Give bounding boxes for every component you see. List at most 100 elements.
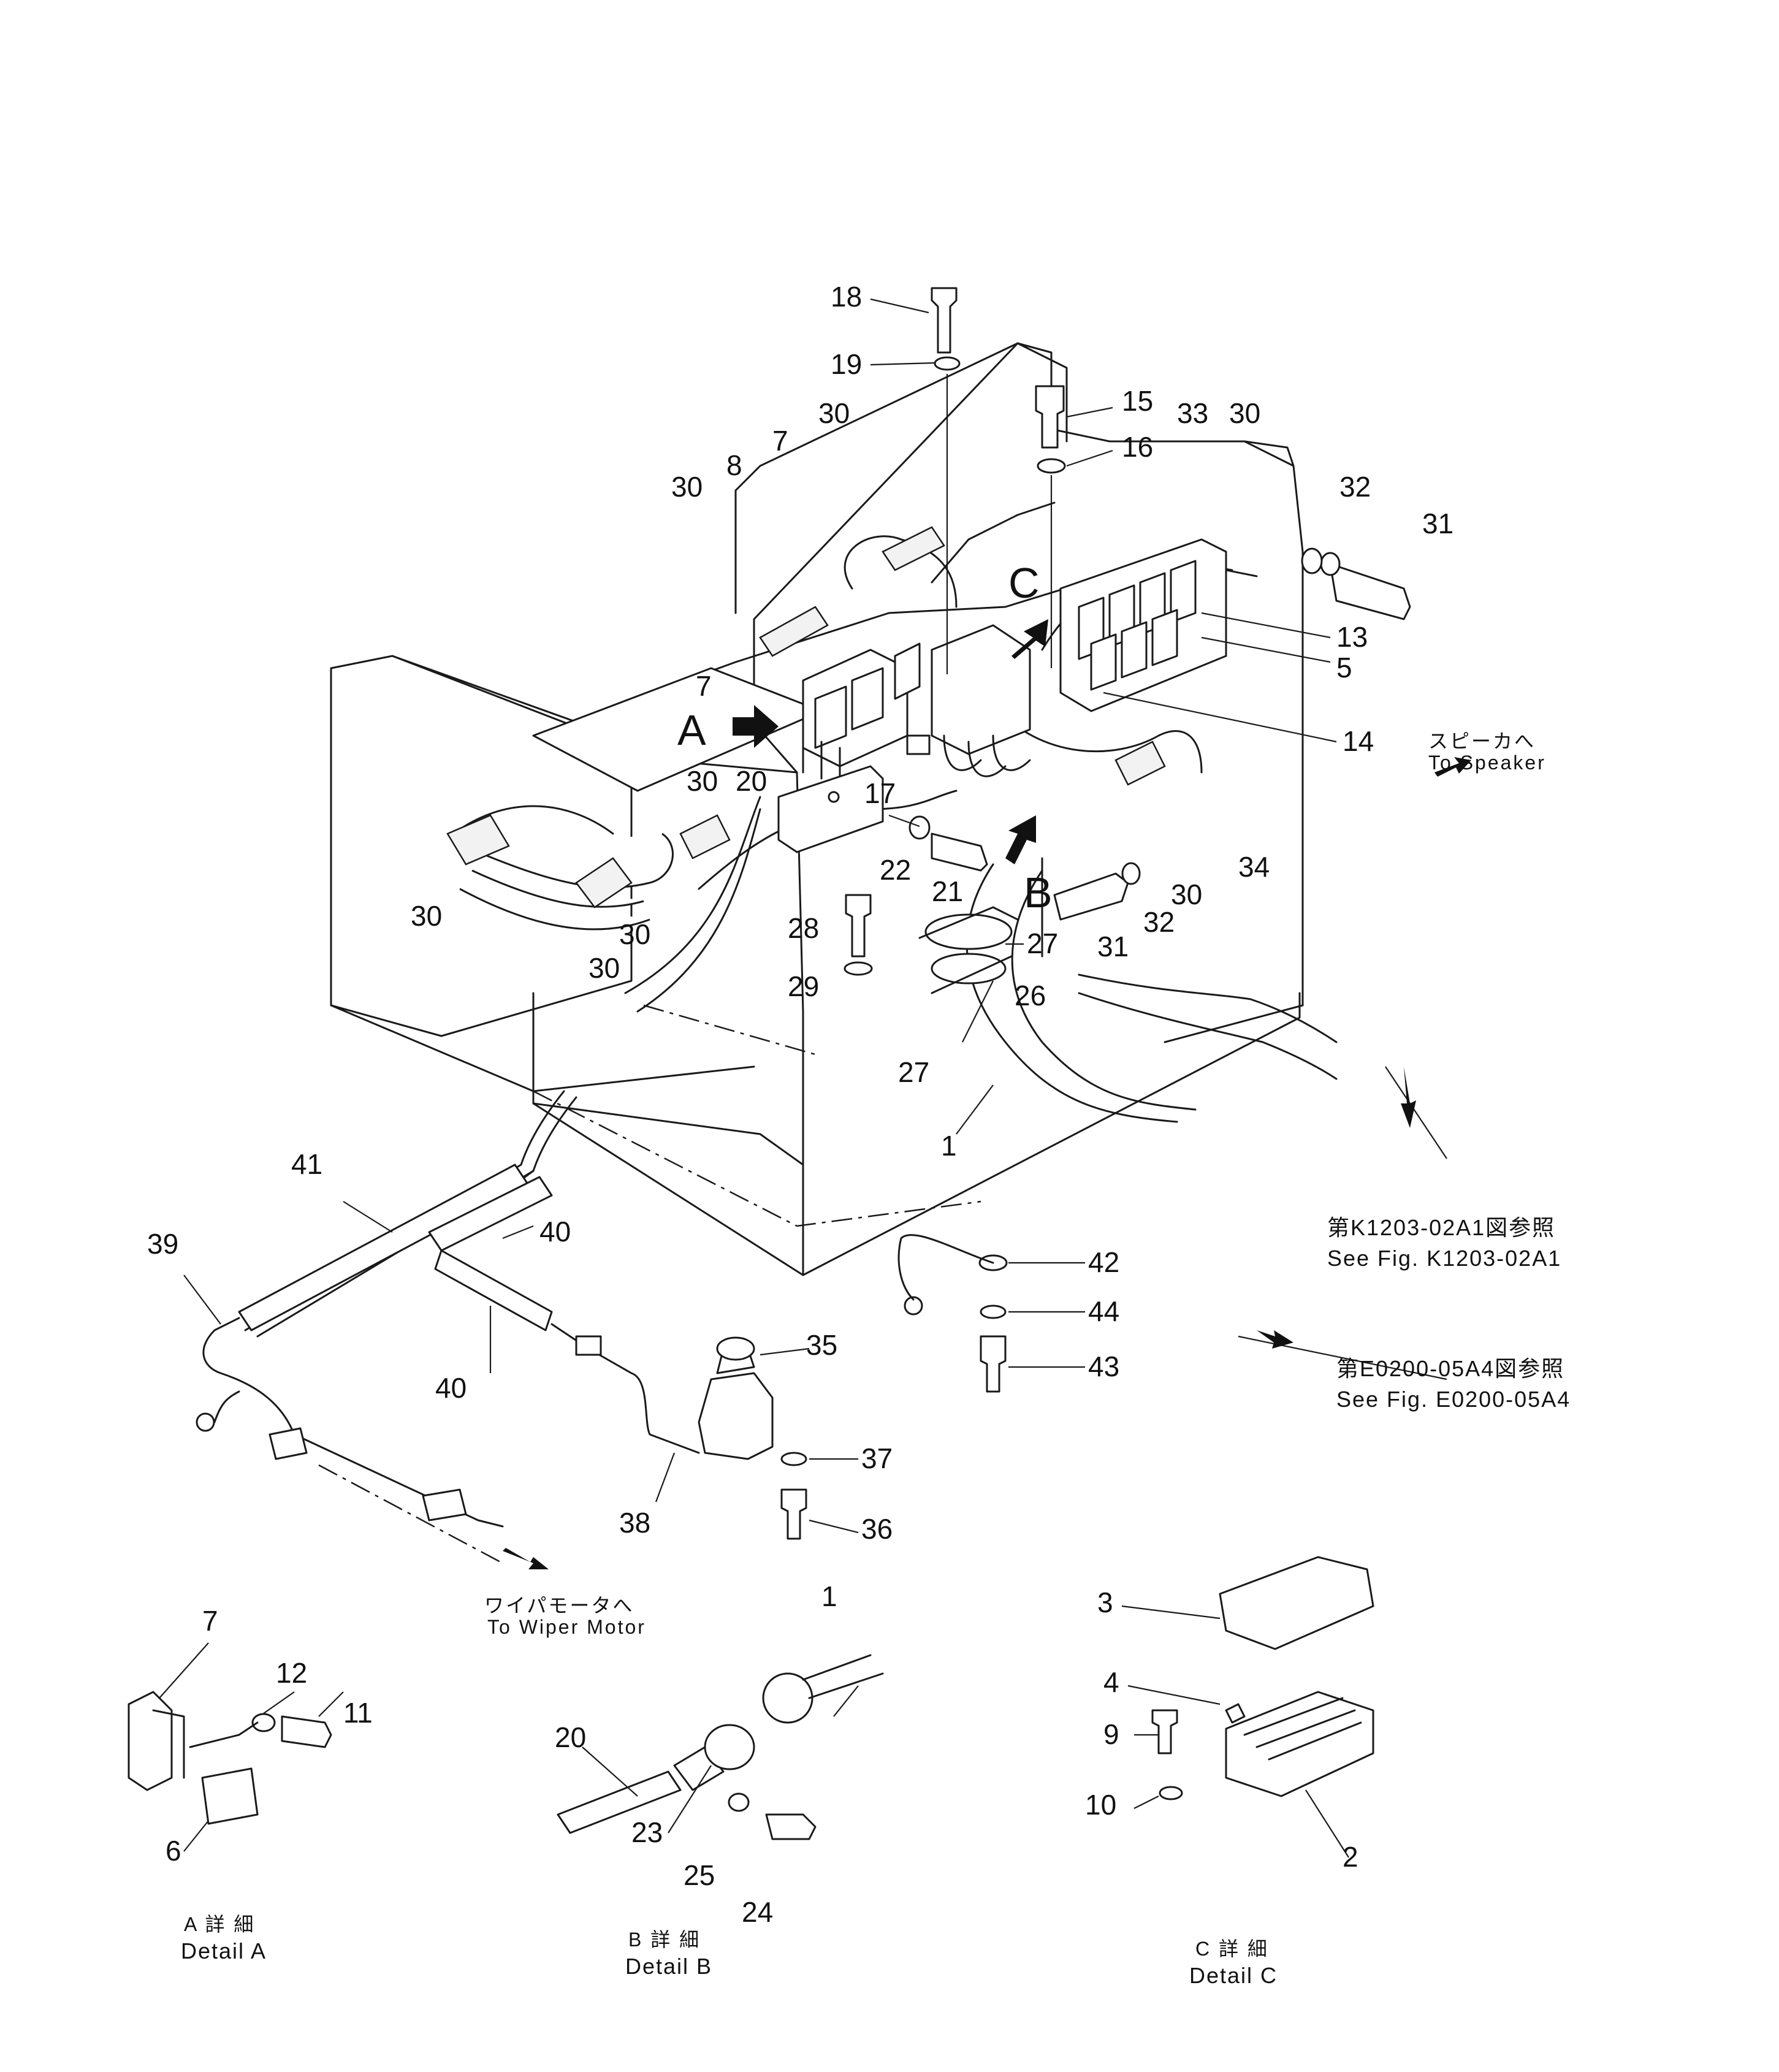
arrow-wiper-icon [503, 1548, 549, 1569]
callout: 31 [1422, 508, 1453, 539]
callout: 28 [788, 912, 819, 944]
relay-block [802, 624, 1031, 780]
callout: 27 [898, 1056, 929, 1088]
callout: 29 [788, 970, 819, 1002]
hardware [844, 287, 1411, 1393]
arrow-fig2-icon [1257, 1330, 1293, 1349]
callout: 27 [1027, 927, 1058, 959]
callout: 7 [696, 670, 712, 702]
callout: 34 [1238, 851, 1270, 883]
callout: 37 [861, 1442, 893, 1474]
callout: 24 [742, 1896, 773, 1928]
main-harness [244, 501, 1338, 1338]
callout: 30 [687, 765, 718, 797]
callout: 40 [539, 1216, 571, 1247]
callout: 12 [276, 1657, 307, 1689]
grommet-26 [918, 906, 1019, 994]
detail-c [1151, 1556, 1374, 1800]
callout: 7 [772, 425, 788, 457]
callout: 25 [684, 1859, 715, 1891]
wiper-harness [196, 1164, 700, 1564]
callout: 15 [1122, 385, 1153, 417]
fuse-box-c [1059, 538, 1227, 712]
callout: 1 [821, 1580, 837, 1612]
callout: 2 [1343, 1841, 1358, 1873]
note-fig2-en: See Fig. E0200-05A4 [1336, 1387, 1571, 1412]
callout: 32 [1143, 906, 1175, 938]
bracket-20 [777, 765, 884, 853]
view-arrows [503, 619, 1471, 1569]
arrow-fig1-icon [1401, 1067, 1416, 1128]
view-letter-b: B [1024, 869, 1053, 916]
detail-c-jp: C 詳 細 [1195, 1938, 1269, 1960]
callout: 30 [1229, 397, 1260, 429]
detail-a-en: Detail A [181, 1938, 267, 1963]
callout: 30 [818, 397, 850, 429]
arrow-b-icon [1005, 815, 1036, 864]
callout: 4 [1103, 1666, 1119, 1698]
callout: 13 [1336, 621, 1368, 653]
callout: 42 [1088, 1246, 1119, 1278]
clip-tubes [446, 526, 1166, 908]
callout: 43 [1088, 1350, 1119, 1382]
detail-a-jp: A 詳 細 [184, 1913, 255, 1935]
note-fig2-jp: 第E0200-05A4図参照 [1336, 1356, 1564, 1381]
callout: 3 [1097, 1586, 1113, 1618]
callout: 36 [861, 1513, 893, 1545]
detail-b [557, 1654, 884, 1840]
reference-notes: スピーカへ To Speaker ワイパモータへ To Wiper Motor … [484, 730, 1571, 1638]
callout: 40 [435, 1372, 467, 1404]
callout: 38 [619, 1507, 650, 1539]
callout: 19 [831, 348, 862, 380]
callout: 32 [1339, 471, 1371, 503]
note-fig1-en: See Fig. K1203-02A1 [1327, 1246, 1561, 1271]
callout: 14 [1343, 725, 1374, 757]
callout: 30 [411, 900, 442, 932]
detail-a [128, 1691, 332, 1825]
detail-b-jp: B 詳 細 [628, 1929, 701, 1951]
callout: 18 [831, 281, 862, 313]
callouts: 18 19 15 16 30 33 30 8 7 30 32 31 C 13 5… [147, 281, 1453, 1928]
callout: 31 [1097, 931, 1129, 962]
callout: 1 [941, 1130, 957, 1162]
callout: 39 [147, 1228, 178, 1260]
callout: 8 [726, 449, 742, 481]
leader-lines [159, 298, 1447, 1858]
callout: 17 [864, 777, 896, 809]
note-speaker-en: To Speaker [1428, 752, 1546, 774]
note-fig1-jp: 第K1203-02A1図参照 [1327, 1215, 1555, 1240]
callout: 30 [1171, 878, 1202, 910]
callout: 7 [202, 1605, 218, 1637]
callout: 44 [1088, 1295, 1119, 1327]
callout: 23 [631, 1816, 663, 1848]
view-letter-a: A [677, 706, 706, 754]
detail-c-en: Detail C [1189, 1963, 1278, 1988]
detail-captions: A 詳 細 Detail A B 詳 細 Detail B C 詳 細 Deta… [181, 1913, 1278, 1988]
callout: 30 [589, 952, 620, 984]
callout: 16 [1122, 431, 1153, 463]
callout: 11 [343, 1697, 373, 1729]
callout: 30 [619, 918, 650, 950]
callout: 20 [555, 1721, 586, 1753]
view-letter-c: C [1008, 559, 1040, 607]
callout: 5 [1336, 652, 1352, 684]
callout: 21 [932, 875, 963, 907]
arrow-c-icon [1011, 619, 1048, 659]
switch-35 [698, 1336, 807, 1540]
callout: 41 [291, 1148, 322, 1180]
detail-b-en: Detail B [625, 1954, 712, 1979]
callout: 26 [1015, 980, 1046, 1011]
callout: 9 [1103, 1718, 1119, 1750]
callout: 6 [166, 1835, 181, 1867]
callout: 20 [736, 765, 767, 797]
callout: 35 [806, 1329, 837, 1361]
arrow-speaker-icon [1434, 757, 1471, 777]
note-wiper-en: To Wiper Motor [487, 1616, 646, 1638]
callout: 30 [671, 471, 703, 503]
callout: 10 [1085, 1789, 1116, 1821]
callout: 33 [1177, 397, 1208, 429]
note-wiper-jp: ワイパモータへ [484, 1594, 634, 1617]
arrow-a-icon [733, 705, 779, 748]
callout: 22 [880, 854, 911, 886]
